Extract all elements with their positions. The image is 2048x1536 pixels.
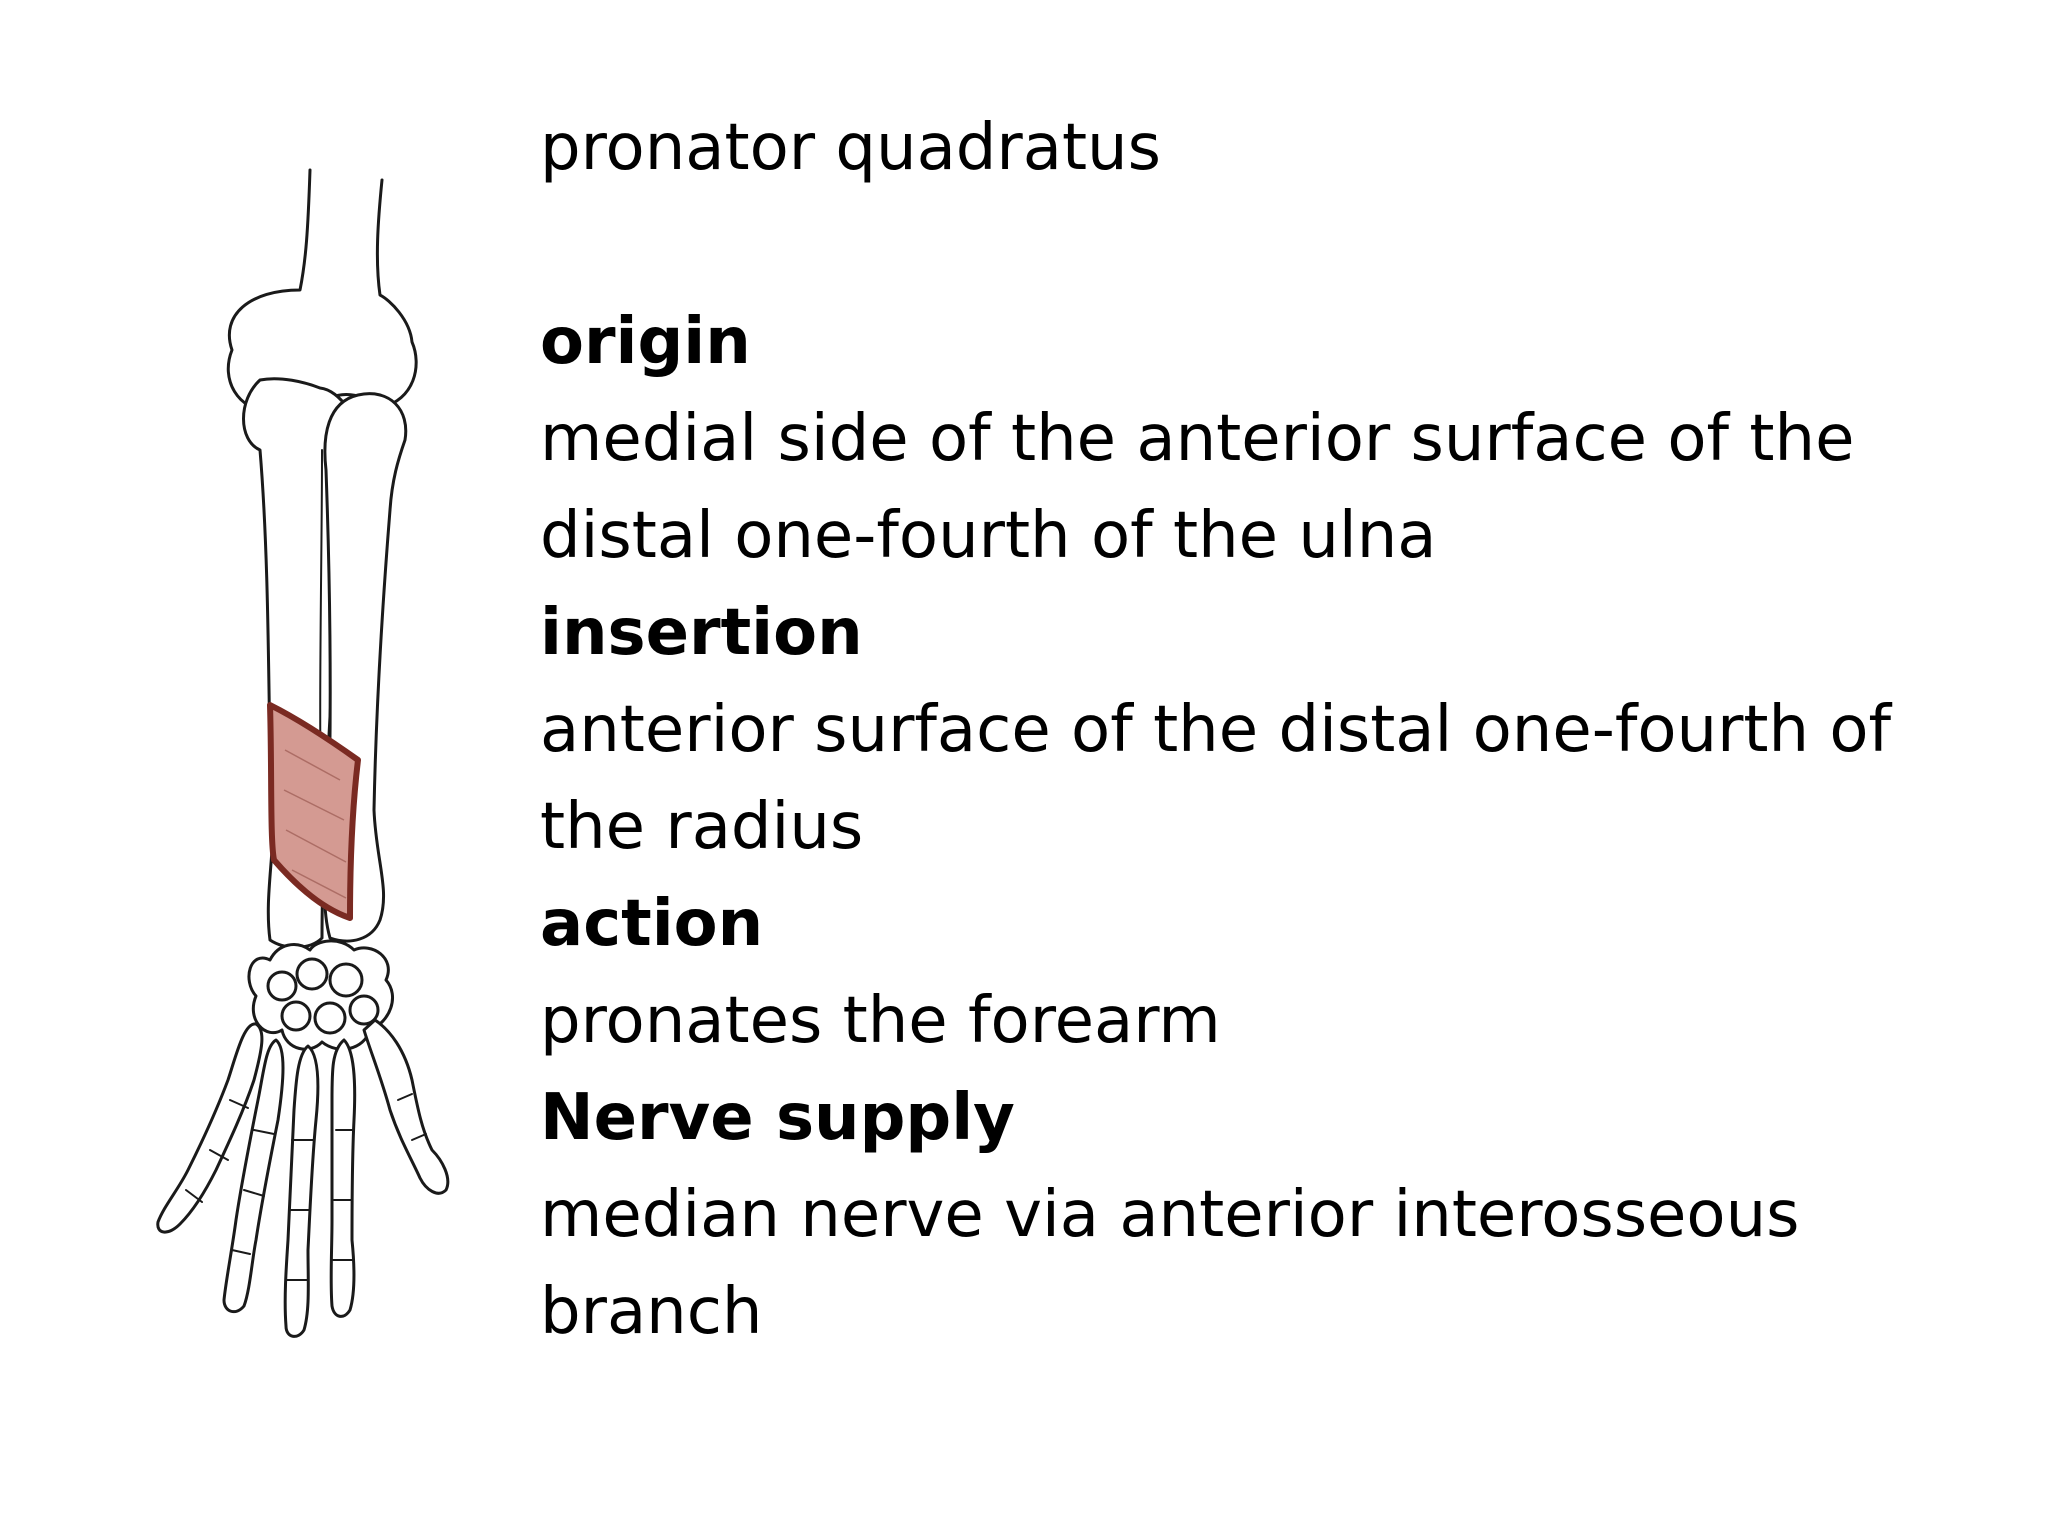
nerve-supply-heading: Nerve supply <box>540 1081 1015 1155</box>
nerve-supply-text-line-2: branch <box>540 1275 763 1349</box>
middle-finger-bones <box>283 1044 320 1338</box>
origin-text-line-2: distal one-fourth of the ulna <box>540 499 1437 573</box>
title-spacer <box>540 197 2000 294</box>
origin-heading: origin <box>540 305 751 379</box>
nerve-supply-text-line-1: median nerve via anterior interosseous <box>540 1178 1800 1252</box>
insertion-heading: insertion <box>540 596 863 670</box>
ring-finger-bones <box>222 1038 285 1314</box>
pronator-quadratus-muscle <box>267 702 361 921</box>
action-heading: action <box>540 887 764 961</box>
insertion-text-line-1: anterior surface of the distal one-fourt… <box>540 693 1892 767</box>
forearm-bone-svg <box>156 168 450 1338</box>
forearm-bone-illustration <box>60 150 540 1390</box>
little-finger-bones <box>156 1022 264 1234</box>
action-text-line-1: pronates the forearm <box>540 984 1221 1058</box>
muscle-title: pronator quadratus <box>540 111 1161 185</box>
index-finger-bones <box>329 1038 357 1318</box>
origin-text-line-1: medial side of the anterior surface of t… <box>540 402 1855 476</box>
thumb-bone <box>362 1018 450 1195</box>
insertion-text-line-2: the radius <box>540 790 864 864</box>
muscle-description: pronator quadratus origin medial side of… <box>540 100 2000 1361</box>
